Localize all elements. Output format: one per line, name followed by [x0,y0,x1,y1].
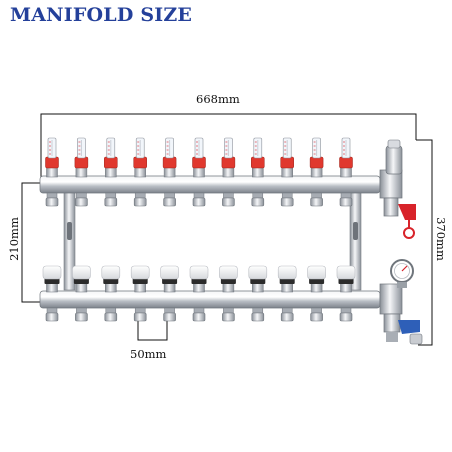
valve-cap [336,265,356,293]
flowmeter [133,137,147,178]
port-pitch-line [137,320,168,341]
ball-valve-handle-blue [398,320,420,334]
outlet-port [104,192,118,207]
outlet-port [280,307,294,322]
overall-width-label: 668mm [196,92,240,106]
flowmeter [104,137,118,178]
drain-valve-handle-red [398,204,416,220]
outlet-port [280,192,294,207]
valve-cap [219,265,238,293]
air-vent-assembly [379,139,416,239]
valve-cap [160,265,179,293]
valve-cap [189,265,209,293]
bottom-outlet-ports [45,307,353,322]
outlet-port [192,307,206,322]
valve-cap [42,265,62,293]
valve-cap [307,265,326,293]
bottom-valve-caps [42,265,356,293]
flowmeter [192,137,206,178]
port-pitch-label: 50mm [130,347,167,361]
flowmeter [280,137,294,178]
outlet-port [75,192,88,207]
outlet-port [163,192,176,207]
outlet-port [133,307,147,322]
overall-height-line [416,139,433,346]
outlet-port [45,307,59,322]
outlet-port [310,307,323,322]
flowmeter [251,137,265,178]
flowmeter [74,137,89,178]
dimension-lines [21,113,433,346]
outlet-port [75,307,88,322]
overall-width-line [40,113,417,178]
bar-spacing-line [21,182,41,303]
outlet-port [163,307,176,322]
top-flowmeters [45,137,353,178]
flowmeter [45,137,59,178]
outlet-port [133,192,147,207]
pressure-gauge-assembly [379,259,423,345]
outlet-port [251,192,265,207]
page-title: MANIFOLD SIZE [10,4,193,26]
valve-cap [72,265,91,293]
valve-cap [277,265,297,293]
outlet-port [192,192,206,207]
valve-cap [248,265,268,293]
top-supply-bar [39,137,381,207]
valve-cap [101,265,121,293]
flowmeter [221,137,236,178]
outlet-port [222,307,235,322]
outlet-port [104,307,118,322]
outlet-port [222,192,235,207]
flowmeter [162,137,177,178]
top-outlet-ports [45,192,353,207]
flowmeter [339,137,353,178]
outlet-port [339,307,353,322]
outlet-port [310,192,323,207]
valve-cap [130,265,150,293]
outlet-port [251,307,265,322]
bottom-return-bar [39,265,381,322]
flowmeter [309,137,324,178]
outlet-port [45,192,59,207]
outlet-port [339,192,353,207]
